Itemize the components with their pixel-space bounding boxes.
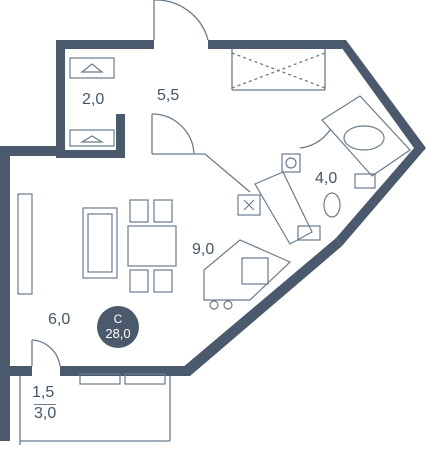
interior-lines bbox=[19, 0, 331, 445]
room-area-balcony-bottom: 3,0 bbox=[34, 404, 57, 422]
furniture bbox=[17, 95, 411, 385]
room-area-hall: 5,5 bbox=[157, 87, 180, 104]
room-area-bathroom: 4,0 bbox=[315, 170, 338, 187]
room-area-balcony-top: 1,5 bbox=[32, 384, 55, 401]
apartment-type-label: С bbox=[113, 312, 123, 326]
room-area-living: 6,0 bbox=[48, 311, 71, 328]
wardrobe-fixtures bbox=[69, 57, 115, 147]
room-area-kitchen: 9,0 bbox=[192, 241, 215, 258]
total-area-value: 28,0 bbox=[105, 326, 131, 341]
room-area-wardrobe: 2,0 bbox=[82, 91, 105, 108]
walls bbox=[0, 40, 426, 441]
total-area-badge: С 28,0 bbox=[97, 306, 139, 348]
